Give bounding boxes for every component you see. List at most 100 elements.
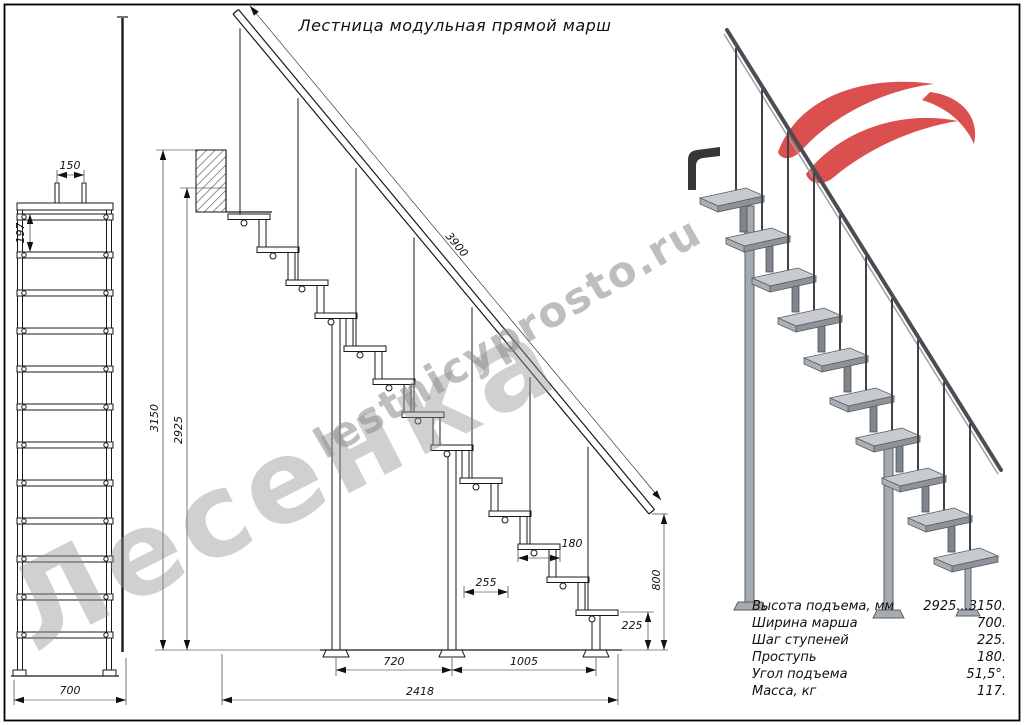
module-joint [472,483,480,491]
side-tread [459,477,503,484]
step-joint [21,366,27,372]
support-post-2 [447,449,457,651]
spec-value: 51,5°. [966,667,1006,682]
step-joint [103,328,109,334]
step-joint [21,518,27,524]
spec-label: Высота подъема, мм [752,599,894,614]
front-step [16,251,114,259]
spec-label: Масса, кг [752,684,817,699]
tread-side [699,197,719,213]
side-tread [314,312,358,319]
module-joint [501,516,509,524]
step-joint [103,518,109,524]
module-joint [240,219,248,227]
step-joint [21,328,27,334]
step-joint [21,290,27,296]
tread-side [803,357,823,373]
spine-module [287,252,296,281]
dim-720-label: 720 [384,655,405,668]
front-baluster-2 [81,182,87,204]
module-joint [530,549,538,557]
spine-module [817,323,826,353]
post-foot-2 [438,649,466,658]
front-step [16,365,114,373]
spine-module [765,243,774,273]
spine-module [843,363,852,393]
dim-3900-label: 3900 [443,230,471,260]
tread-side [751,277,771,293]
side-tread [343,345,387,352]
spine-module [739,203,748,233]
front-step [16,631,114,639]
front-view: 150 197 700 [11,16,128,705]
side-view: 3900 3150 2925 180 255 225 800 [148,5,668,705]
step-joint [103,442,109,448]
dim-700-label: 700 [60,684,81,697]
step-joint [21,214,27,220]
step-joint [103,404,109,410]
dim-180-label: 180 [562,537,583,550]
front-dims: 150 197 700 [13,159,127,705]
front-step [16,441,114,449]
spec-value: 117. [977,684,1006,699]
spine-module [947,523,956,553]
front-step [16,327,114,335]
dim-255-label: 255 [476,576,497,589]
module-joint [327,318,335,326]
module-joint [269,252,277,260]
step-joint [21,404,27,410]
iso-handrail [723,28,1003,475]
dim-2925-label: 2925 [172,416,185,444]
iso-steps [698,47,1000,573]
spec-value: 700. [977,616,1006,631]
iso-column-2-foot [872,609,905,619]
iso-column-1 [744,205,755,603]
side-tread [517,543,561,550]
spine-module [519,516,528,545]
front-step [16,517,114,525]
drawing-frame [3,3,1021,722]
step-joint [103,632,109,638]
tread-side [777,317,797,333]
spine-module [895,443,904,473]
iso-column-2 [883,443,894,611]
front-foot-right [102,669,117,677]
step-joint [103,480,109,486]
post-foot-3 [582,649,610,658]
step-joint [21,252,27,258]
side-tread [546,576,590,583]
dim-1005-label: 1005 [510,655,538,668]
wall-bracket [688,147,720,190]
front-baluster-1 [54,182,60,204]
spec-label: Ширина марша [752,616,858,631]
spec-label: Шаг ступеней [752,633,849,648]
logo-swoosh-3 [922,92,976,144]
tread-side [907,517,927,533]
spine-module [791,283,800,313]
iso-end-leg-foot [955,609,981,617]
iso-view [688,28,1003,619]
wall-hatch [195,149,227,213]
dim-3150-label: 3150 [148,404,161,432]
front-step [16,479,114,487]
front-step [16,403,114,411]
spine-module [345,318,354,347]
front-steps [16,213,114,639]
step-joint [21,480,27,486]
module-joint [356,351,364,359]
side-tread [488,510,532,517]
logo-swoosh-2 [806,117,958,184]
dim-197-label: 197 [14,223,27,244]
spec-label: Угол подъема [752,667,848,682]
front-step [16,289,114,297]
step-joint [21,442,27,448]
tread-side [933,557,953,573]
iso-columns [733,205,981,619]
spine-module [577,582,586,611]
tread-side [829,397,849,413]
side-tread [575,609,619,616]
spine-module [548,549,557,578]
side-dims: 3900 3150 2925 180 255 225 800 [148,5,668,705]
